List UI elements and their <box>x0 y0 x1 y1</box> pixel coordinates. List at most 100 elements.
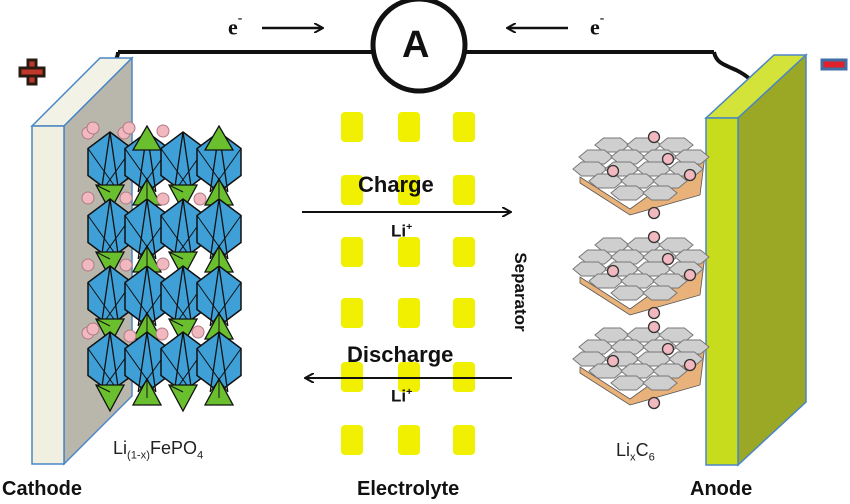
octahedron-edge <box>218 331 229 393</box>
po4-tetrahedron <box>167 384 199 413</box>
octahedron-edge <box>137 331 148 393</box>
electrolyte-block <box>453 425 475 455</box>
li-ion <box>683 358 697 372</box>
li-ion <box>683 168 697 182</box>
octahedron-edge <box>209 198 220 260</box>
po4-tetrahedron <box>94 251 126 280</box>
electrolyte-block <box>453 112 475 142</box>
li-ion <box>86 121 100 135</box>
anode-graphite-layers <box>572 130 710 410</box>
li-ion <box>647 396 661 410</box>
octahedron-edge <box>173 198 184 260</box>
li-ion <box>683 268 697 282</box>
octahedron-edge <box>137 198 148 260</box>
octahedron-edge <box>109 131 120 193</box>
electrolyte-block <box>398 175 420 205</box>
tetrahedron-edge <box>95 184 111 193</box>
anode-label: Anode <box>690 478 753 500</box>
li-ion <box>122 121 136 135</box>
li-ion <box>647 306 661 320</box>
octahedron-edge <box>100 198 111 260</box>
tetrahedron-edge <box>168 184 184 193</box>
ammeter <box>370 0 468 94</box>
octahedron-edge <box>218 198 229 260</box>
electrolyte-block <box>341 175 363 205</box>
external-circuit <box>82 0 757 94</box>
electron-charge: - <box>237 10 243 25</box>
electron-symbol: e <box>228 14 238 40</box>
li-ion <box>119 191 133 205</box>
tetrahedron-edge <box>168 384 184 393</box>
li-ion <box>647 206 661 220</box>
graphite-layer <box>572 320 710 410</box>
octahedron-edge <box>182 131 193 193</box>
formula-part: FePO <box>149 438 197 458</box>
electrolyte-block <box>453 237 475 267</box>
formula-sub: (1-x) <box>127 449 150 462</box>
po4-tetrahedron <box>167 184 199 213</box>
minus-icon <box>820 58 848 71</box>
cathode-material-label: Li(1-x)FePO4 <box>113 438 203 462</box>
po4-tetrahedron <box>131 124 163 151</box>
tetrahedron-edge <box>168 318 184 327</box>
plus-icon <box>18 58 46 86</box>
li-ion <box>156 257 170 271</box>
separator-label: Separator <box>511 252 530 332</box>
graphite-hexagon <box>642 285 678 301</box>
electron-label-left: e- <box>228 10 242 40</box>
li-ion <box>606 354 620 368</box>
li-ion <box>155 327 169 341</box>
electrolyte-block <box>341 425 363 455</box>
ion-symbol: Li <box>391 386 407 406</box>
octahedron-edge <box>100 265 111 327</box>
tetrahedron-edge <box>168 251 184 260</box>
electrolyte-label: Electrolyte <box>357 478 460 500</box>
electrolyte-block <box>398 112 420 142</box>
li-ion <box>156 192 170 206</box>
li-ion <box>661 342 675 356</box>
li-ion <box>119 258 133 272</box>
electron-charge: - <box>599 10 605 25</box>
electrolyte-block <box>398 237 420 267</box>
electrolyte-block <box>398 298 420 328</box>
electrolyte-block <box>398 425 420 455</box>
octahedron-edge <box>109 331 120 393</box>
charge-ion-label: Li+ <box>391 221 412 242</box>
electrolyte-block <box>341 298 363 328</box>
octahedron-edge <box>100 131 111 193</box>
octahedron-edge <box>182 331 193 393</box>
li-ion <box>647 130 661 144</box>
li-ion <box>606 164 620 178</box>
li-ion <box>86 322 100 336</box>
anode-plate <box>704 53 808 467</box>
electrolyte-block <box>453 298 475 328</box>
li-ion <box>123 329 137 343</box>
octahedron-edge <box>109 265 120 327</box>
octahedron-edge <box>209 265 220 327</box>
li-ion <box>661 252 675 266</box>
octahedron-edge <box>137 265 148 327</box>
formula-part: Li <box>113 438 128 458</box>
electron-symbol: e <box>590 14 600 40</box>
graphite-layer <box>572 230 710 320</box>
ion-charge: + <box>406 386 413 398</box>
octahedron-edge <box>218 265 229 327</box>
li-ion <box>647 320 661 334</box>
po4-tetrahedron <box>167 251 199 280</box>
octahedron-edge <box>146 265 157 327</box>
graphite-hexagon <box>642 185 678 201</box>
formula-sub: 6 <box>648 451 655 464</box>
discharge-ion-label: Li+ <box>391 386 412 407</box>
electrolyte-block <box>341 237 363 267</box>
cathode-label: Cathode <box>2 478 82 500</box>
li-ion <box>81 258 95 272</box>
octahedron-edge <box>209 331 220 393</box>
graphite-hexagon <box>642 375 678 391</box>
graphite-layer <box>572 130 710 220</box>
ion-symbol: Li <box>391 221 407 241</box>
electron-label-right: e- <box>590 10 604 40</box>
li-ion <box>647 230 661 244</box>
li-ion <box>606 264 620 278</box>
li-ion <box>81 191 95 205</box>
formula-sub: x <box>630 451 636 464</box>
